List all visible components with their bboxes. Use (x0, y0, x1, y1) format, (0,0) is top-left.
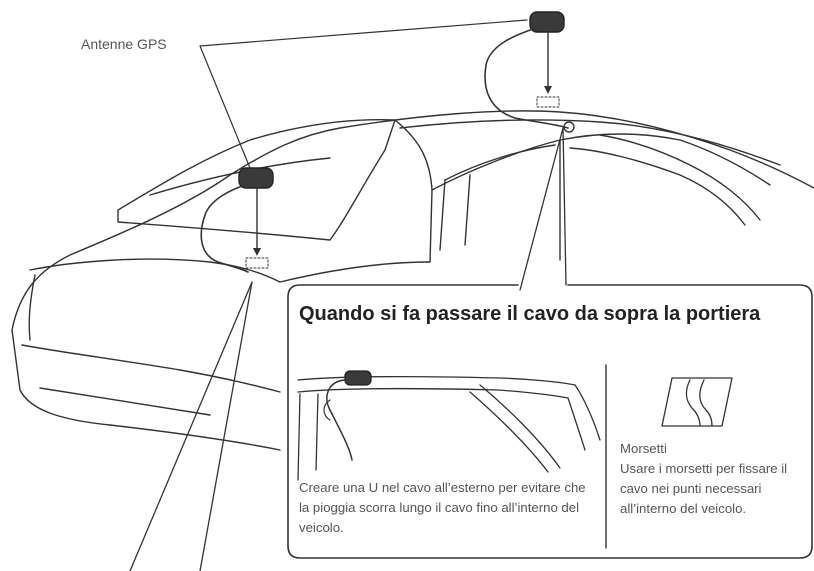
antenna-roof (484, 11, 575, 133)
clamp-icon (661, 377, 733, 427)
clamp-caption-title: Morsetti (620, 441, 667, 456)
antenna-label: Antenne GPS (81, 36, 167, 52)
antenna-leader-lines (199, 19, 528, 169)
door-frame-detail (297, 370, 601, 481)
callout-box (287, 284, 813, 559)
callout-pointer-lines (129, 127, 567, 571)
u-loop-caption: Creare una U nel cavo all’esterno per ev… (299, 480, 586, 535)
clamp-caption: Usare i morsetti per fissare il cavo nei… (620, 461, 788, 516)
antenna-rear (200, 167, 274, 273)
callout-title: Quando si fa passare il cavo da sopra la… (299, 303, 761, 325)
car-outline (11, 110, 814, 451)
